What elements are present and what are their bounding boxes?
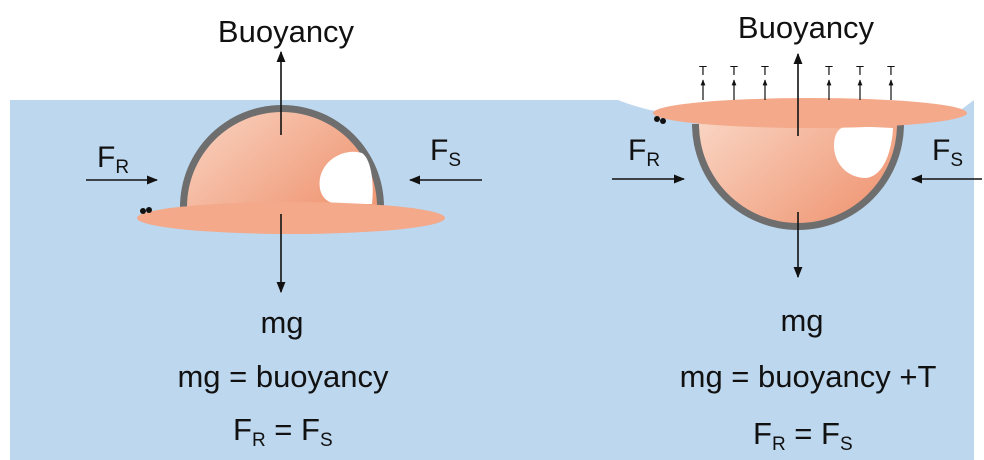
right-equation: mg = buoyancy +T	[680, 359, 937, 394]
left-weight-label: mg	[260, 305, 303, 340]
left-force-s-label: FS	[430, 134, 461, 171]
right-buoyancy-label: Buoyancy	[738, 10, 875, 45]
left-equation: mg = buoyancy	[177, 359, 389, 394]
left-force-r-label: FR	[97, 141, 129, 178]
tension-label: T	[761, 63, 769, 78]
right-force-r-label: FR	[628, 134, 660, 171]
right-weight-label: mg	[780, 303, 823, 338]
right-air-bubble	[834, 126, 893, 178]
left-balance-equation: FR = FS	[233, 412, 333, 451]
right-eye	[654, 116, 660, 122]
tension-label: T	[730, 63, 738, 78]
tension-label: T	[825, 63, 833, 78]
right-force-s-label: FS	[932, 134, 963, 171]
left-buoyancy-label: Buoyancy	[218, 14, 355, 49]
right-balance-equation: FR = FS	[753, 416, 853, 455]
tension-label: T	[887, 63, 895, 78]
left-eye	[146, 207, 152, 213]
left-panel: Buoyancy FR FS mg mg = buoyancy FR = FS	[86, 14, 482, 451]
left-eye	[140, 208, 146, 214]
right-panel: T T T T T T Buoyancy FR FS mg mg = buoya…	[612, 10, 982, 455]
left-foot	[137, 202, 445, 234]
tension-label: T	[699, 63, 707, 78]
left-air-bubble	[319, 151, 373, 204]
tension-label: T	[856, 63, 864, 78]
right-eye	[660, 118, 666, 124]
right-foot	[653, 98, 967, 128]
